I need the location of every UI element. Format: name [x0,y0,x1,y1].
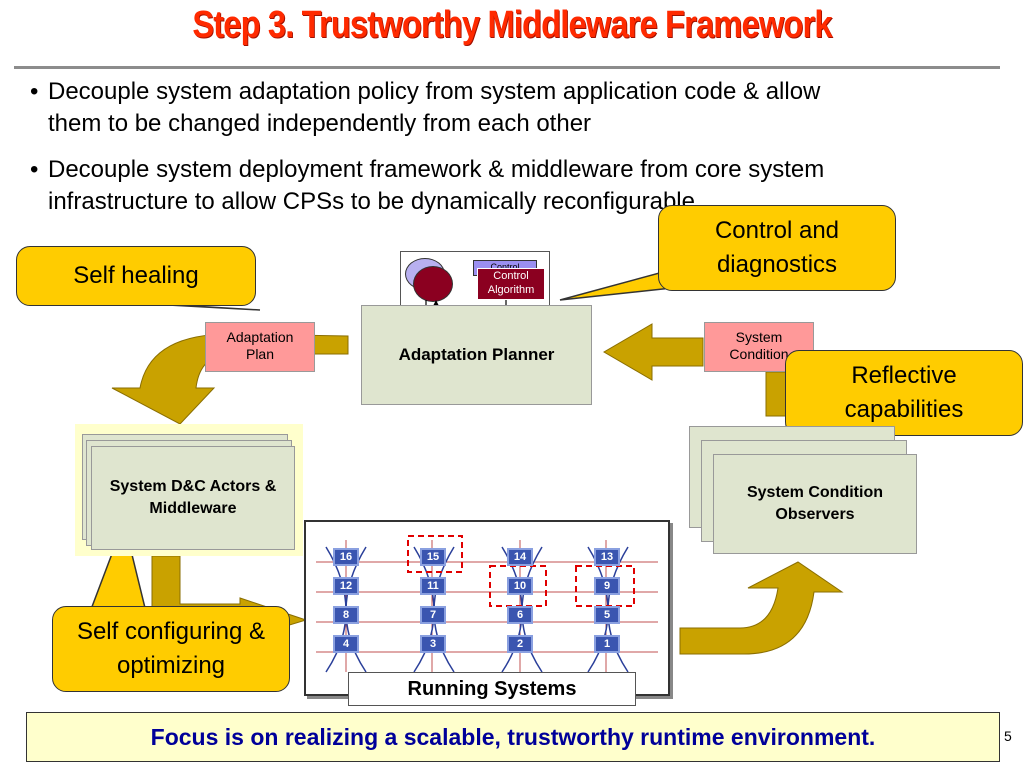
grid-node: 9 [594,577,620,595]
system-condition-label: System Condition [729,329,789,362]
footer-banner: Focus is on realizing a scalable, trustw… [26,712,1000,762]
grid-node: 6 [507,606,533,624]
dc-actors-card: System D&C Actors & Middleware [91,446,295,550]
bullet-2: • Decouple system deployment framework &… [30,154,990,218]
grid-node: 2 [507,635,533,653]
grid-node: 3 [420,635,446,653]
adaptation-planner-label: Adaptation Planner [398,345,555,364]
page-number: 5 [1004,728,1012,744]
bullet-1-line-2: them to be changed independently from ea… [48,110,592,137]
bullet-2-line-1: Decouple system deployment framework & m… [48,156,825,183]
dc-actors-label: System D&C Actors & Middleware [109,478,277,517]
control-diagnostics-label: Control and diagnostics [714,217,840,278]
bullet-dot: • [30,78,39,105]
grid-node: 15 [420,548,446,566]
control-diagnostics-callout: Control and diagnostics [658,205,896,291]
running-systems-panel: 16 15 14 13 12 11 10 9 8 7 6 5 4 3 2 1 [304,520,670,696]
grid-node: 16 [333,548,359,566]
grid-node: 1 [594,635,620,653]
grid-node: 14 [507,548,533,566]
running-to-observers-arrow [679,561,844,655]
self-configuring-callout: Self configuring & optimizing [52,606,290,692]
bullet-2-line-2: infrastructure to allow CPSs to be dynam… [48,188,695,215]
condition-to-planner-arrow [603,323,704,381]
grid-node: 11 [420,577,446,595]
slide-title: Step 3. Trustworthy Middleware Framework [192,4,832,46]
observers-label: System Condition Observers [746,484,883,523]
control-node-front [413,266,453,302]
observers-card: System Condition Observers [713,454,917,554]
control-algorithm-label: Control Algorithm [477,268,545,300]
running-systems-label: Running Systems [348,672,636,706]
grid-node: 5 [594,606,620,624]
adaptation-plan-label: Adaptation Plan [226,329,294,362]
bullet-1-line-1: Decouple system adaptation policy from s… [48,78,821,105]
self-healing-callout: Self healing [16,246,256,306]
bullet-dot: • [30,156,39,183]
control-algorithm-panel: Control Control Algorithm [400,251,550,309]
grid-node: 10 [507,577,533,595]
grid-node: 13 [594,548,620,566]
grid-node: 12 [333,577,359,595]
grid-node: 4 [333,635,359,653]
adaptation-plan-doc: Adaptation Plan [205,322,315,372]
title-divider [14,66,1000,69]
grid-node: 8 [333,606,359,624]
reflective-callout: Reflective capabilities [785,350,1023,436]
reflective-label: Reflective capabilities [844,362,964,423]
grid-node: 7 [420,606,446,624]
adaptation-planner: Adaptation Planner [361,305,592,405]
bullet-1: • Decouple system adaptation policy from… [30,76,990,140]
self-configuring-label: Self configuring & optimizing [76,618,266,679]
self-healing-label: Self healing [73,262,199,289]
